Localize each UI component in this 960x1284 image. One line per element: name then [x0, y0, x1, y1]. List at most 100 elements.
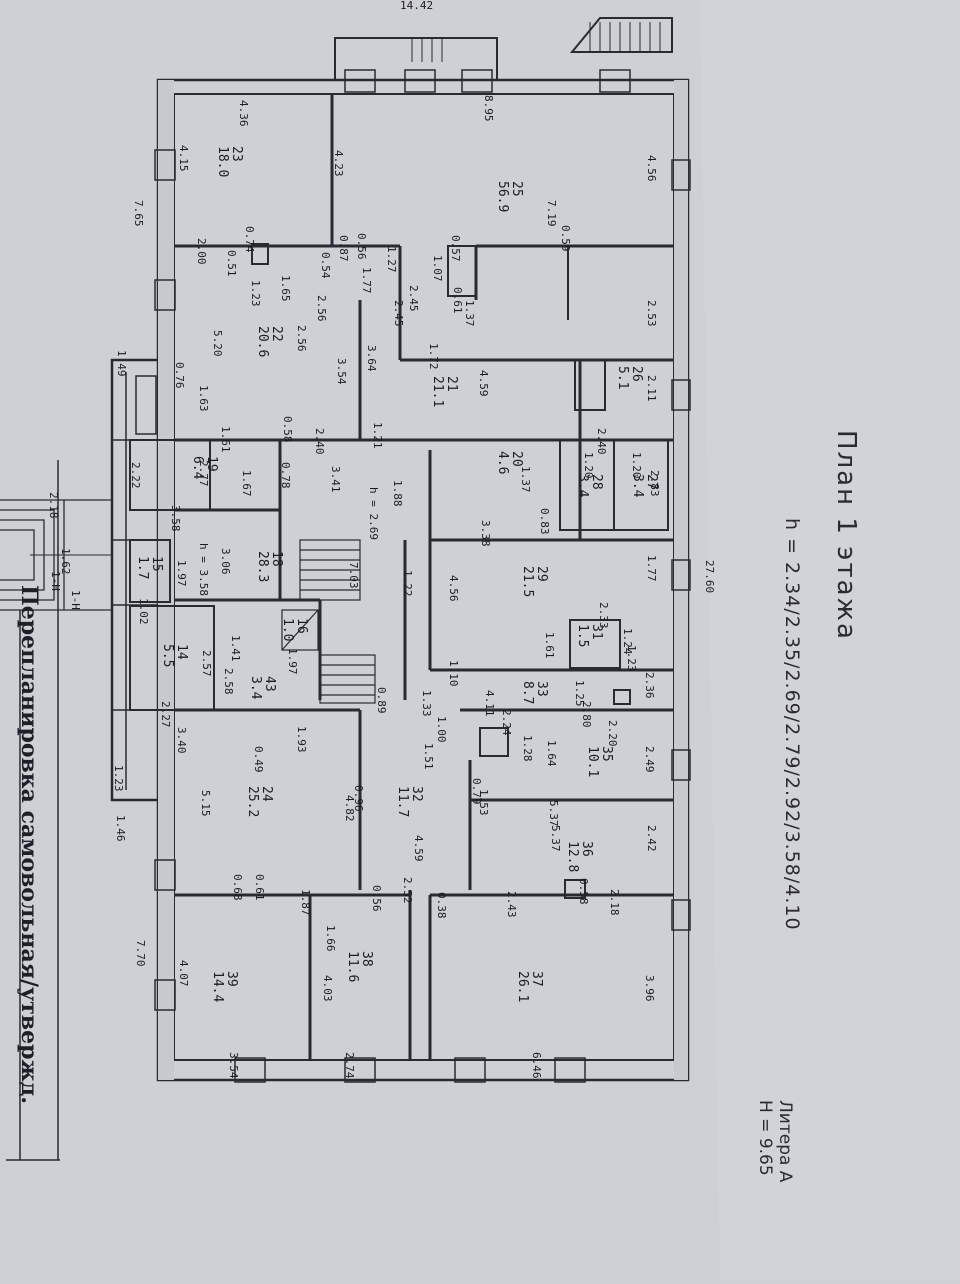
dimension-label: 3.38: [479, 520, 492, 547]
dimension-label: 0.61: [253, 874, 266, 901]
dimension-label: 2.40: [595, 428, 608, 455]
dimension-label: 1.20: [582, 452, 595, 479]
room-number: 25: [509, 181, 524, 197]
dimension-label: 2.22: [129, 462, 142, 489]
dimension-label: 8.95: [482, 95, 495, 122]
dimension-label: 2.56: [315, 295, 328, 322]
room-number: 38: [359, 951, 374, 967]
room-number: 27: [644, 474, 659, 490]
dimension-label: 0.79: [470, 778, 483, 805]
dimension-label: 0.89: [375, 687, 388, 714]
room-number: 16: [294, 618, 309, 634]
dimension-label: 7.03: [347, 562, 360, 589]
dimension-label: 1.49: [115, 350, 128, 377]
dimension-label: 4.36: [237, 100, 250, 127]
heights-block: h = 2.34/2.35/2.69/2.79/2.92/3.58/4.10: [781, 518, 803, 931]
dimension-label: 1.21: [371, 422, 384, 449]
entrance-steps: [0, 460, 112, 1160]
room-area: 11.7: [395, 786, 410, 817]
dimension-label: 1.28: [521, 735, 534, 762]
dimension-label: 1.77: [360, 267, 373, 294]
room-number: 20: [509, 451, 524, 467]
room-number: 35: [599, 746, 614, 762]
dimension-label: 1.10: [447, 660, 460, 687]
stamp-block: Перепланировка самовольная/утвержд.: [16, 585, 42, 1104]
room-area: 3.4: [248, 676, 263, 700]
dimension-label: 1.64: [545, 740, 558, 767]
room-area: 21.1: [430, 376, 445, 407]
dimension-label: 1.23: [625, 645, 638, 672]
dimension-label: 2.56: [295, 325, 308, 352]
dimension-label: 2.40: [313, 428, 326, 455]
dimension-label: 1.63: [197, 385, 210, 412]
plan-title: План 1 этажа: [831, 430, 861, 641]
room-number: 29: [534, 566, 549, 582]
dimension-label: 1.97: [286, 648, 299, 675]
dimension-label: 2.36: [643, 672, 656, 699]
room-number: 32: [409, 786, 424, 802]
dimension-label: 2.43: [505, 891, 518, 918]
dimension-label: 4.07: [177, 960, 190, 987]
dimension-label: 0.56: [355, 233, 368, 260]
room-number: 21: [444, 376, 459, 392]
overall-width: 14.42: [400, 0, 433, 12]
total-height: H = 9.65: [755, 1100, 775, 1176]
room-number: 15: [149, 556, 164, 572]
title-block: План 1 этажа: [831, 430, 861, 641]
dimension-label: h = 3.58: [197, 543, 210, 596]
dimension-label: 2.53: [645, 300, 658, 327]
dimension-label: 6.46: [530, 1052, 543, 1079]
room-number: 39: [224, 971, 239, 987]
dimension-label: 1.53: [477, 789, 490, 816]
wall-fill-right: [674, 80, 688, 1080]
dimension-label: 7.65: [132, 200, 145, 227]
dimension-label: 1.37: [519, 466, 532, 493]
top-porch: [334, 37, 498, 81]
dimension-label: 1.20: [630, 452, 643, 479]
dimension-label: 0.83: [538, 508, 551, 535]
dimension-label: 7.19: [545, 200, 558, 227]
room-area: 26.1: [515, 971, 530, 1002]
dimension-label: 1.41: [229, 635, 242, 662]
dimension-label: h = 2.69: [367, 487, 380, 540]
dimension-label: 2.11: [645, 375, 658, 402]
room-area: 5.5: [160, 644, 175, 667]
room-area: 25.2: [245, 786, 260, 817]
dimension-label: 0.78: [279, 462, 292, 489]
dimension-label: 0.38: [435, 892, 448, 919]
paper-shade: [700, 0, 960, 1280]
dimension-label: 2.24: [500, 709, 513, 736]
dimension-label: 0.76: [173, 362, 186, 389]
room-area: 1.5: [575, 624, 590, 647]
dimension-label: 1.72: [427, 343, 440, 370]
dimension-label: 4.23: [332, 150, 345, 177]
dimension-label: 0.61: [451, 287, 464, 314]
dimension-label: 4.59: [412, 835, 425, 862]
dimension-label: 0.58: [281, 416, 294, 443]
dimension-label: 4.15: [177, 145, 190, 172]
dimension-label: 2.45: [392, 300, 405, 327]
dimension-label: 1.97: [175, 560, 188, 587]
room-area: 8.7: [520, 681, 535, 704]
dimension-label: 3.41: [329, 466, 342, 493]
litera-block: Литера А H = 9.65: [755, 1100, 795, 1183]
room-area: 1.7: [135, 556, 150, 579]
dimension-label: 0.54: [319, 252, 332, 279]
left-annex: [110, 358, 158, 802]
dimension-label: 1.02: [137, 598, 150, 625]
dimension-label: 5.20: [211, 330, 224, 357]
room-area: 18.0: [215, 146, 230, 177]
dimension-label: 4.03: [321, 975, 334, 1002]
dimension-label: 1-Н: [49, 571, 62, 591]
room-area: 6.4: [190, 456, 205, 480]
dimension-label: 2.77: [197, 460, 210, 487]
dimension-label: 0.74: [243, 226, 256, 253]
dimension-label: 4.56: [645, 155, 658, 182]
dimension-label: 2.20: [606, 720, 619, 747]
room-area: 21.5: [520, 566, 535, 597]
dimension-label: 3.06: [219, 548, 232, 575]
room-area: 5.1: [615, 366, 630, 389]
top-stair-landing: [569, 17, 673, 53]
room-area: 4.6: [495, 451, 510, 474]
